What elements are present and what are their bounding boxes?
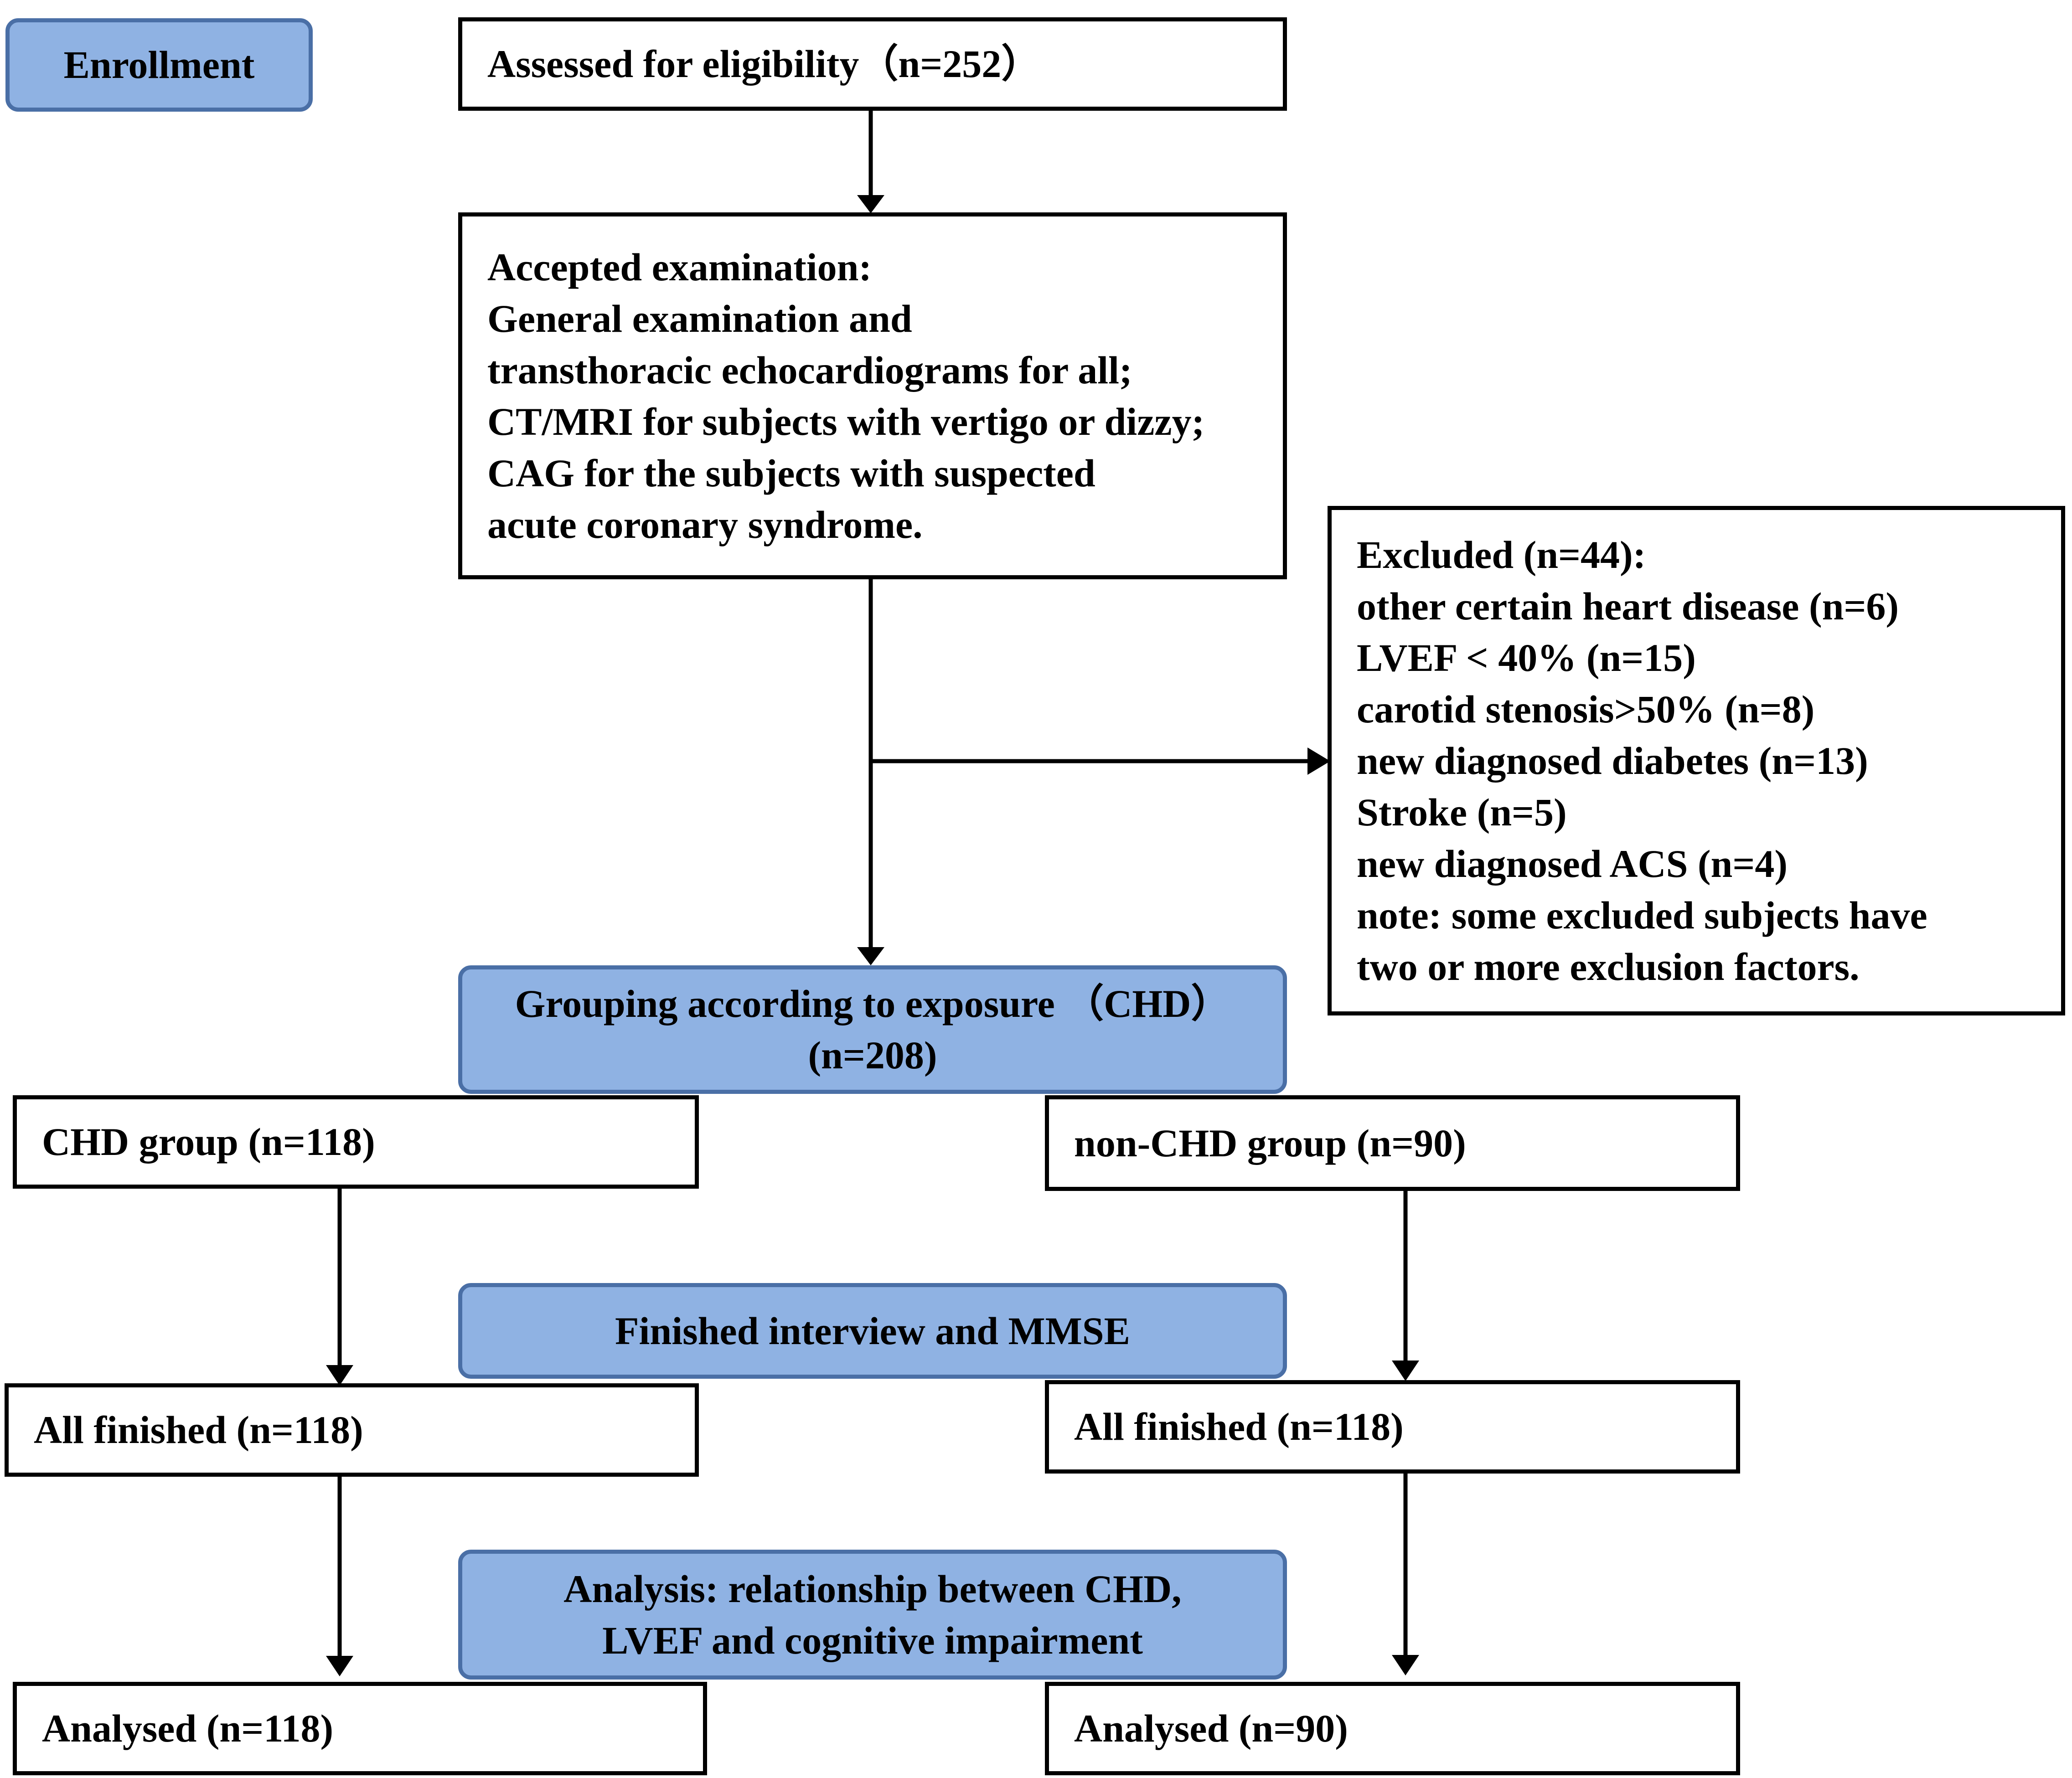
- arrowhead-nonchd-to-finished: [1392, 1361, 1419, 1381]
- analysed-left-box: Analysed (n=118): [13, 1682, 707, 1775]
- accepted-line-4: CT/MRI for subjects with vertigo or dizz…: [487, 399, 1205, 443]
- finished-interview-label: Finished interview and MMSE: [615, 1309, 1130, 1353]
- arrowhead-assessed-to-accepted: [857, 195, 884, 213]
- all-finished-left-label: All finished (n=118): [34, 1408, 363, 1452]
- arrowhead-left-finished-to-analysed: [326, 1656, 353, 1676]
- analysed-right-label: Analysed (n=90): [1074, 1706, 1348, 1750]
- all-finished-right-box: All finished (n=118): [1045, 1380, 1740, 1474]
- enrollment-label: Enrollment: [63, 43, 255, 87]
- analysis-stage: Analysis: relationship between CHD, LVEF…: [458, 1550, 1287, 1680]
- grouping-line-2: (n=208): [808, 1033, 937, 1077]
- excluded-line-9: two or more exclusion factors.: [1357, 944, 1860, 989]
- accepted-line-1: Accepted examination:: [487, 245, 872, 289]
- arrowhead-right-finished-to-analysed: [1392, 1655, 1419, 1675]
- analysis-line-2: LVEF and cognitive impairment: [602, 1618, 1143, 1662]
- all-finished-left-box: All finished (n=118): [5, 1383, 699, 1477]
- excluded-line-2: other certain heart disease (n=6): [1357, 584, 1899, 628]
- grouping-stage: Grouping according to exposure （CHD） (n=…: [458, 965, 1287, 1094]
- excluded-line-3: LVEF < 40% (n=15): [1357, 635, 1696, 680]
- enrollment-stage: Enrollment: [5, 18, 313, 112]
- arrowhead-to-excluded: [1307, 747, 1330, 775]
- non-chd-group-box: non-CHD group (n=90): [1045, 1095, 1740, 1191]
- accepted-examination-box: Accepted examination: General examinatio…: [458, 212, 1287, 579]
- analysed-right-box: Analysed (n=90): [1045, 1682, 1740, 1775]
- excluded-box: Excluded (n=44): other certain heart dis…: [1328, 506, 2065, 1015]
- chd-group-box: CHD group (n=118): [13, 1095, 699, 1189]
- grouping-line-1: Grouping according to exposure （CHD）: [515, 982, 1230, 1026]
- all-finished-right-label: All finished (n=118): [1074, 1405, 1404, 1448]
- arrowhead-accepted-to-grouping: [857, 947, 884, 965]
- accepted-line-6: acute coronary syndrome.: [487, 502, 923, 546]
- assessed-box: Assessed for eligibility（n=252）: [458, 17, 1287, 111]
- accepted-line-5: CAG for the subjects with suspected: [487, 451, 1095, 495]
- excluded-line-6: Stroke (n=5): [1357, 790, 1567, 834]
- accepted-line-3: transthoracic echocardiograms for all;: [487, 348, 1132, 392]
- analysis-line-1: Analysis: relationship between CHD,: [563, 1567, 1182, 1611]
- analysed-left-label: Analysed (n=118): [42, 1706, 334, 1750]
- finished-interview-stage: Finished interview and MMSE: [458, 1283, 1287, 1379]
- excluded-line-5: new diagnosed diabetes (n=13): [1357, 738, 1868, 783]
- chd-group-label: CHD group (n=118): [42, 1120, 375, 1164]
- excluded-line-8: note: some excluded subjects have: [1357, 893, 1927, 937]
- excluded-line-4: carotid stenosis>50% (n=8): [1357, 687, 1815, 731]
- excluded-line-7: new diagnosed ACS (n=4): [1357, 841, 1788, 886]
- assessed-label: Assessed for eligibility（n=252）: [487, 42, 1041, 86]
- non-chd-group-label: non-CHD group (n=90): [1074, 1121, 1466, 1165]
- accepted-line-2: General examination and: [487, 296, 912, 340]
- excluded-line-1: Excluded (n=44):: [1357, 532, 1646, 577]
- arrowhead-chd-to-finished: [326, 1365, 353, 1386]
